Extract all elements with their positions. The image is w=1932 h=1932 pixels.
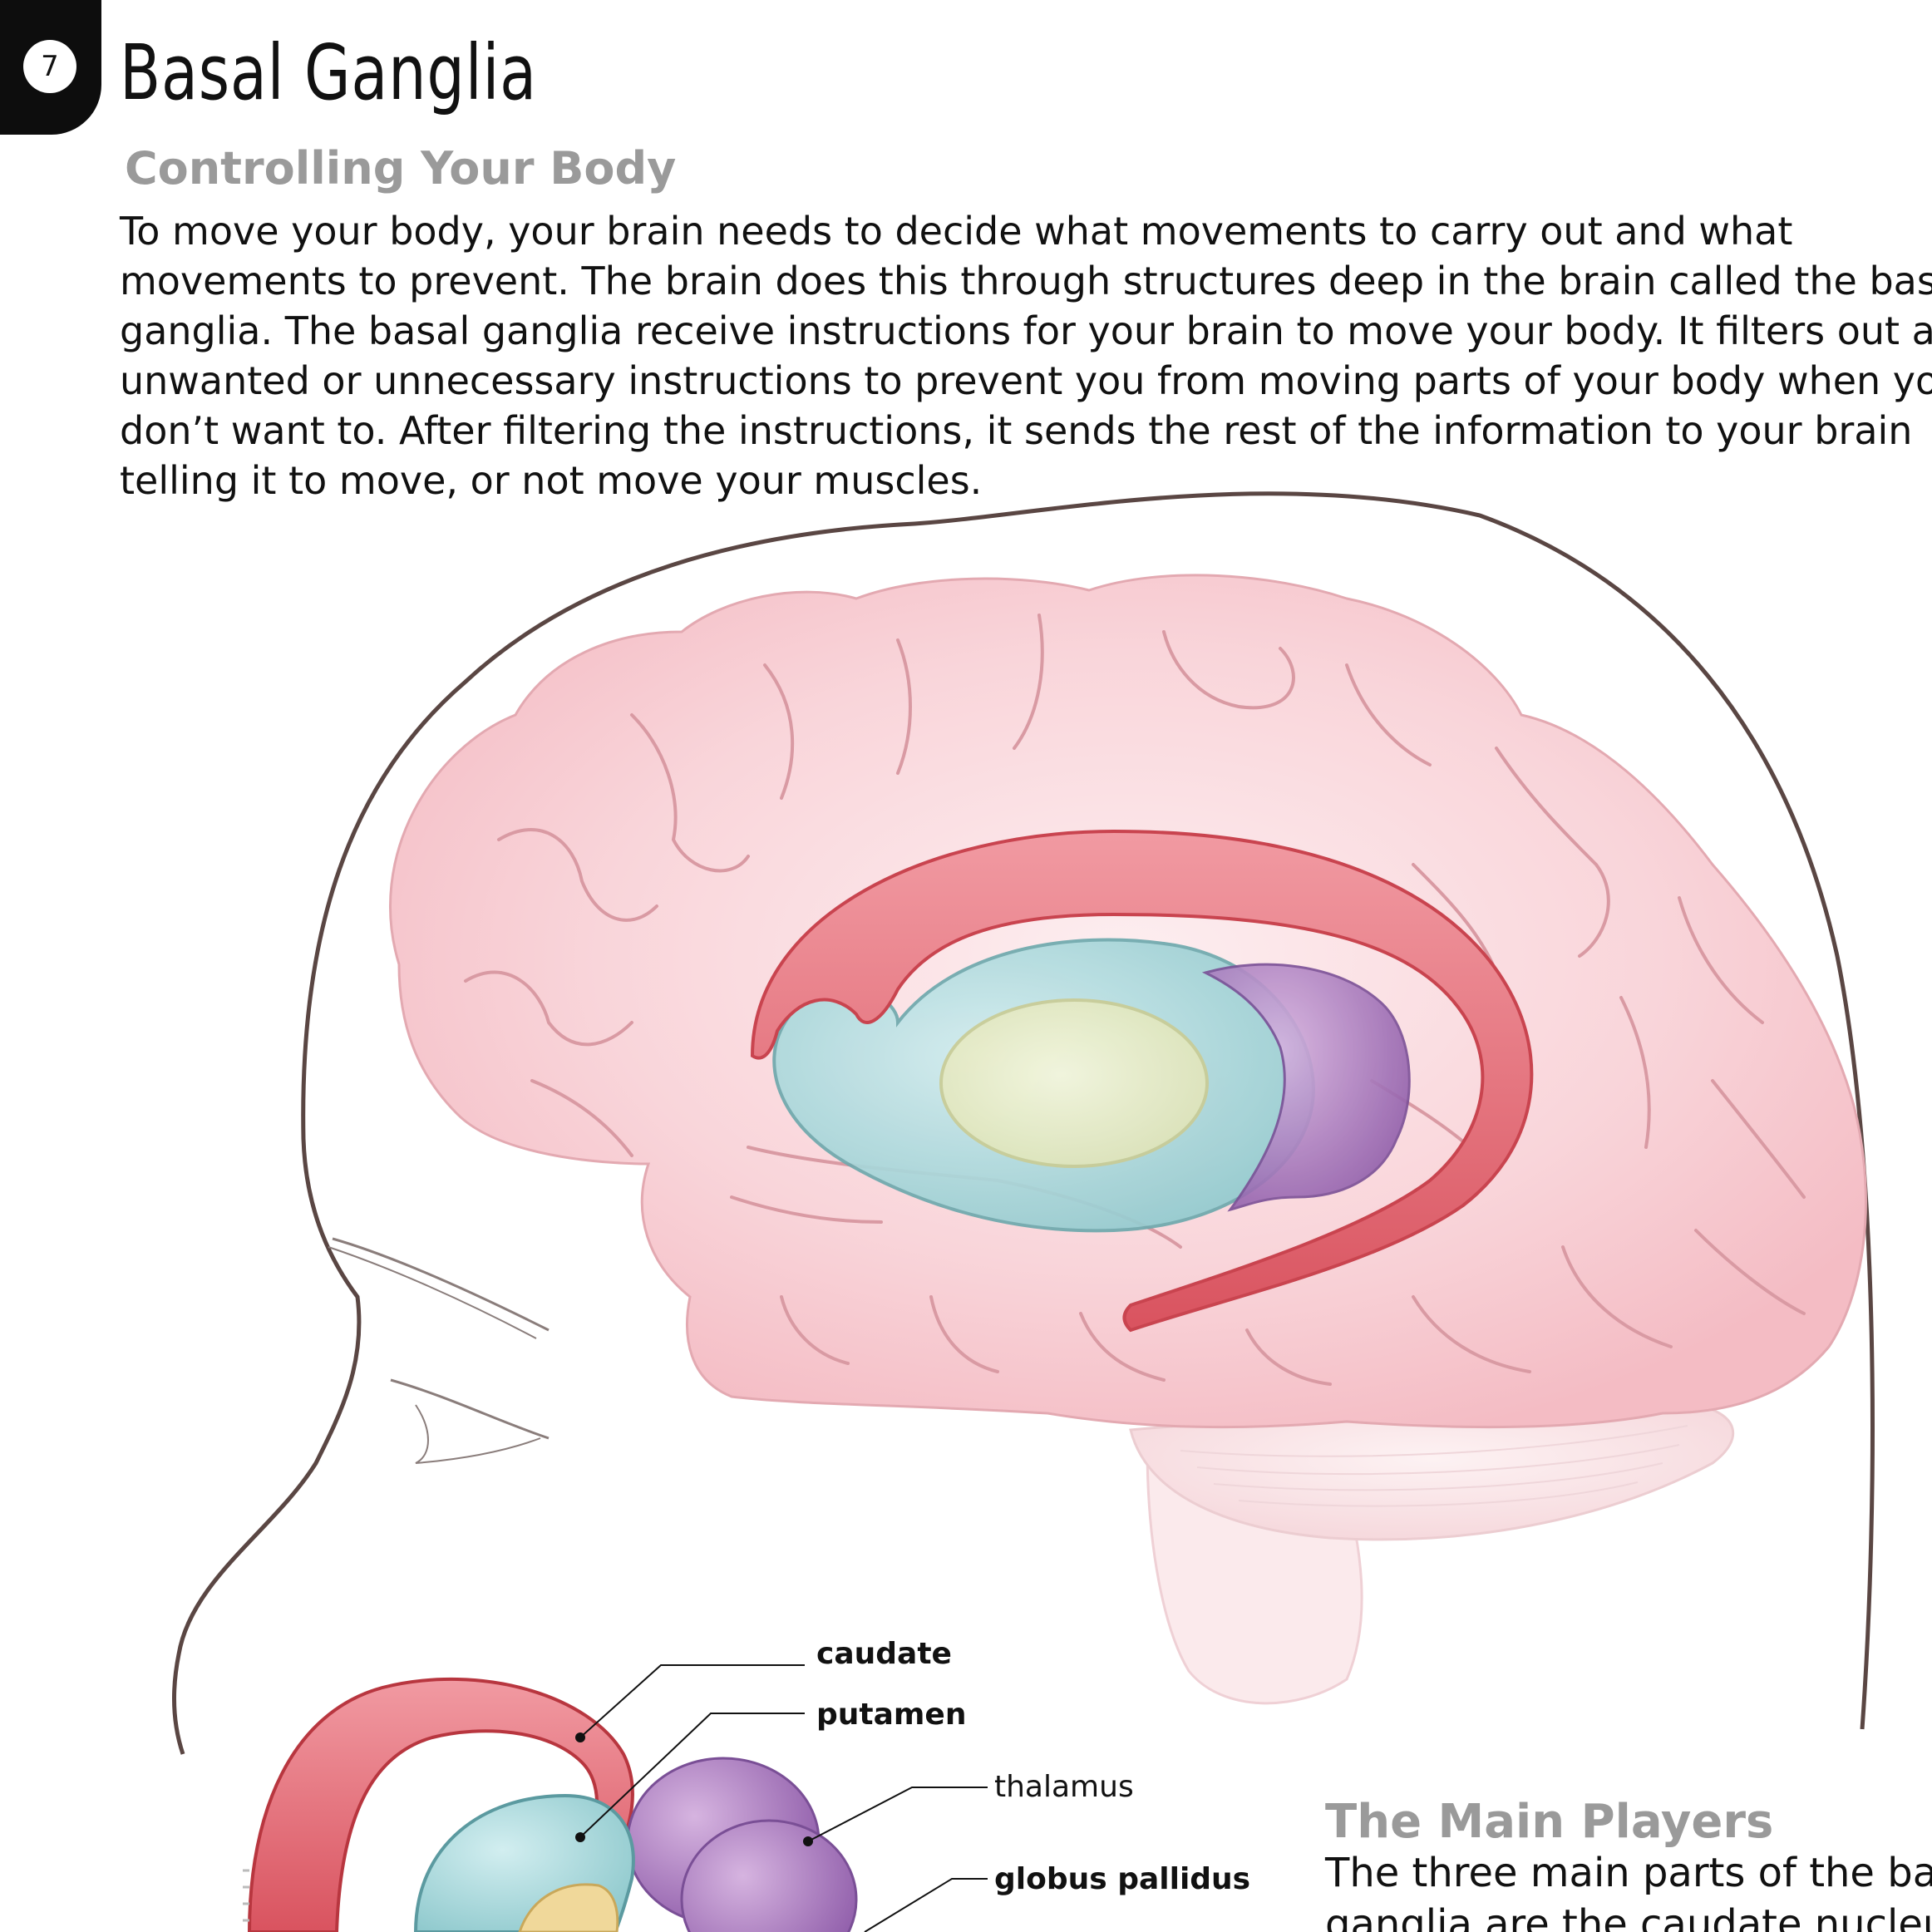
globus-pallidus-shape (939, 998, 1209, 1168)
label-caudate: caudate (816, 1637, 952, 1671)
thalamus-shape (1201, 963, 1411, 1212)
eyebrow-line (328, 1246, 537, 1339)
eye-line (390, 1378, 550, 1440)
intro-line: telling it to move, or not move your mus… (120, 458, 983, 503)
intro-line: movements to prevent. The brain does thi… (120, 259, 1932, 303)
chapter-tab: 7 (0, 0, 101, 135)
head-outline (172, 491, 1875, 1755)
main-players-text: The three main parts of the basal gangli… (1325, 1847, 1932, 1932)
intro-line: unwanted or unnecessary instructions to … (120, 358, 1932, 403)
section-subtitle: Controlling Your Body (125, 142, 677, 195)
detail-globus-pallidus-shape (518, 1883, 619, 1932)
intro-paragraph: To move your body, your brain needs to d… (120, 206, 1932, 505)
intro-line: don’t want to. After filtering the instr… (120, 408, 1913, 453)
label-putamen: putamen (816, 1698, 966, 1732)
main-players-line: The three main parts of the basal (1325, 1850, 1932, 1896)
intro-line: ganglia. The basal ganglia receive instr… (120, 308, 1932, 353)
caudate-shape (750, 829, 1534, 1333)
eyebrow-line (332, 1237, 550, 1332)
eye-line (415, 1404, 541, 1464)
main-players-heading: The Main Players (1325, 1795, 1774, 1849)
label-thalamus: thalamus (994, 1770, 1134, 1804)
page-title: Basal Ganglia (120, 28, 537, 117)
intro-line: To move your body, your brain needs to d… (120, 209, 1793, 254)
main-players-line: ganglia are the caudate nucleus (1325, 1901, 1932, 1932)
basal-ganglia-detail: caudate putamen thalamus globus pallidus (243, 1637, 1250, 1932)
chapter-number-badge: 7 (23, 40, 76, 93)
label-globus-pallidus: globus pallidus (994, 1862, 1250, 1896)
detail-thalamus-shape (680, 1819, 858, 1932)
